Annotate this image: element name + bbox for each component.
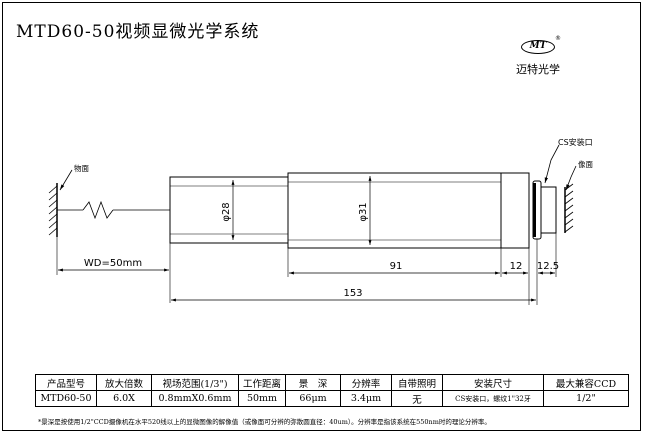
spec-cell-depth-of-field: 66μm (285, 390, 341, 407)
spec-cell-illumination: 无 (391, 390, 443, 407)
dim-diameter-28-label: φ28 (221, 202, 232, 221)
sheet-border (2, 2, 641, 431)
brand-logo-text: MT (521, 40, 555, 54)
image-plane-leader (565, 165, 577, 191)
spec-header-cell: 产品型号 (35, 374, 97, 391)
brand-logo: MT ® (521, 35, 561, 54)
lens-section-front (169, 176, 289, 244)
dim-153-label: 153 (343, 288, 362, 299)
optical-axis (57, 200, 170, 220)
image-plane-label: 像面 (578, 159, 593, 169)
dim-12-label: 12 (510, 261, 523, 272)
spec-cell-working-distance: 50mm (238, 390, 286, 407)
dim-diameter-31-label: φ31 (358, 202, 369, 221)
spec-header-cell: 视场范围(1/3") (151, 374, 239, 391)
spec-cell-resolution: 3.4μm (340, 390, 392, 407)
spec-header-cell: 放大倍数 (96, 374, 152, 391)
spec-cell-field-of-view: 0.8mmX0.6mm (151, 390, 239, 407)
spec-cell-model: MTD60-50 (35, 390, 97, 407)
cs-mount (532, 180, 557, 240)
spec-cell-mount: CS安装口，螺纹1"32牙 (442, 390, 544, 407)
spec-header-cell: 工作距离 (238, 374, 286, 391)
registered-mark: ® (555, 35, 561, 42)
image-plane-wall (564, 183, 574, 233)
lens-drawing: 物面 MT (48, 137, 593, 305)
spec-header-cell: 自带照明 (391, 374, 443, 391)
cs-mount-leader (544, 144, 560, 184)
spec-cell-magnification: 6.0X (96, 390, 152, 407)
brand-name: 迈特光学 (516, 63, 560, 76)
spec-header-cell: 安装尺寸 (442, 374, 544, 391)
spec-header-row: 产品型号 放大倍数 视场范围(1/3") 工作距离 景 深 分辨率 自带照明 安… (35, 374, 629, 391)
dim-91-label: 91 (390, 261, 403, 272)
lens-collar (500, 172, 530, 249)
object-plane-label: 物面 (74, 163, 89, 173)
extension-lines (56, 233, 557, 305)
brand-block: MT ® 迈特光学 (508, 35, 568, 77)
lens-section-rear (287, 172, 502, 249)
spec-table: 产品型号 放大倍数 视场范围(1/3") 工作距离 景 深 分辨率 自带照明 安… (35, 374, 629, 407)
dim-working-distance-label: WD=50mm (84, 258, 142, 269)
object-plane-leader (59, 169, 73, 191)
spec-header-cell: 最大兼容CCD (543, 374, 629, 391)
spec-cell-max-ccd: 1/2" (543, 390, 629, 407)
spec-header-cell: 分辨率 (340, 374, 392, 391)
spec-header-cell: 景 深 (285, 374, 341, 391)
spec-data-row: MTD60-50 6.0X 0.8mmX0.6mm 50mm 66μm 3.4μ… (35, 390, 629, 407)
footnote: *景深是按使用1/2"CCD摄像机在水平520线以上的显微图像的解像值（或像面可… (38, 418, 491, 426)
cs-mount-label: CS安装口 (558, 137, 593, 147)
page-title: MTD60-50视频显微光学系统 (16, 22, 260, 42)
dim-12-5-label: 12.5 (537, 261, 559, 272)
object-plane-wall (48, 183, 58, 237)
